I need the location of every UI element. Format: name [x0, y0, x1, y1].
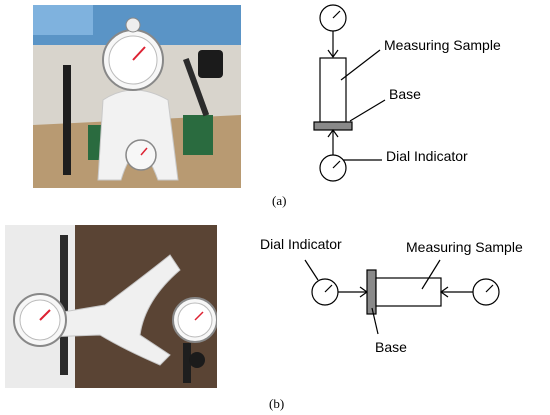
caption-a: (a) — [272, 193, 287, 208]
photo-horizontal-setup — [5, 225, 217, 388]
caption-b: (b) — [269, 396, 285, 411]
photo-vertical-setup — [33, 5, 241, 188]
label-dial-indicator: Dial Indicator — [386, 148, 468, 164]
label-base: Base — [389, 86, 421, 102]
base-rect-b — [366, 269, 377, 315]
label-base-b: Base — [375, 339, 407, 355]
label-measuring-sample-b: Measuring Sample — [406, 239, 523, 255]
base-rect — [313, 121, 353, 131]
measuring-sample-rect — [319, 57, 347, 123]
panel-b: Dial Indicator Measuring Sample Base (b) — [0, 212, 550, 415]
panel-a: Measuring Sample Base Dial Indicator (a) — [33, 4, 501, 208]
measuring-sample-rect-b — [375, 277, 442, 307]
schematic-horizontal: Dial Indicator Measuring Sample Base — [260, 236, 523, 355]
label-measuring-sample: Measuring Sample — [384, 37, 501, 53]
label-dial-indicator-b: Dial Indicator — [260, 236, 342, 252]
schematic-vertical: Measuring Sample Base Dial Indicator — [313, 4, 501, 182]
